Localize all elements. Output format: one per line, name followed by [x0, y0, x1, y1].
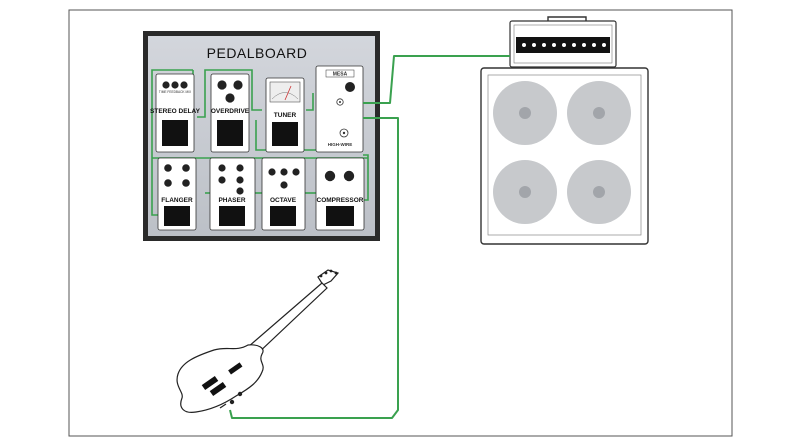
tuner-label: TUNER: [274, 112, 297, 119]
figure-frame: [68, 9, 733, 437]
cable-from-guitar: [229, 117, 399, 419]
mesa-level-knob: [345, 82, 355, 92]
overdrive-footswitch: [217, 120, 243, 146]
phaser-footswitch: [219, 206, 245, 226]
speaker-cabinet-icon: [480, 67, 649, 245]
pedalboard-title: PEDALBOARD: [207, 45, 308, 61]
tuner-needle: [284, 85, 292, 101]
pedal-overdrive: OVERDRIVE: [210, 73, 250, 153]
overdrive-label: OVERDRIVE: [211, 108, 250, 115]
pedal-phaser: PHASER: [209, 157, 256, 231]
pedal-flanger: FLANGER: [157, 157, 197, 231]
compressor-footswitch: [326, 206, 354, 226]
mesa-high-wire-unit: MESA HIGH-WIRE: [315, 65, 364, 153]
pedal-tuner: TUNER: [265, 77, 305, 153]
mesa-model: HIGH-WIRE: [328, 142, 353, 147]
mesa-brand: MESA: [333, 72, 348, 78]
tuner-footswitch: [272, 122, 298, 146]
pedal-compressor: COMPRESSOR: [315, 157, 365, 231]
tuner-meter: [269, 81, 301, 103]
octave-label: OCTAVE: [270, 197, 297, 204]
signal-cables: [229, 55, 510, 419]
compressor-label: COMPRESSOR: [317, 197, 364, 204]
flanger-footswitch: [164, 206, 190, 226]
stereo-delay-label: STEREO DELAY: [150, 108, 201, 115]
octave-footswitch: [270, 206, 296, 226]
speaker-cones: [493, 81, 631, 224]
pedal-stereo-delay: TIME FEEDBACK MIX STEREO DELAY: [150, 73, 201, 153]
svg-text:TIME FEEDBACK MIX: TIME FEEDBACK MIX: [159, 90, 192, 94]
flanger-label: FLANGER: [161, 197, 193, 204]
stereo-delay-footswitch: [162, 120, 188, 146]
cable-to-amp: [363, 55, 510, 104]
pedal-octave: OCTAVE: [261, 157, 306, 231]
electric-guitar-icon: [176, 269, 340, 413]
amp-handle: [547, 16, 587, 21]
phaser-label: PHASER: [218, 197, 245, 204]
amp-head-icon: [509, 16, 617, 68]
